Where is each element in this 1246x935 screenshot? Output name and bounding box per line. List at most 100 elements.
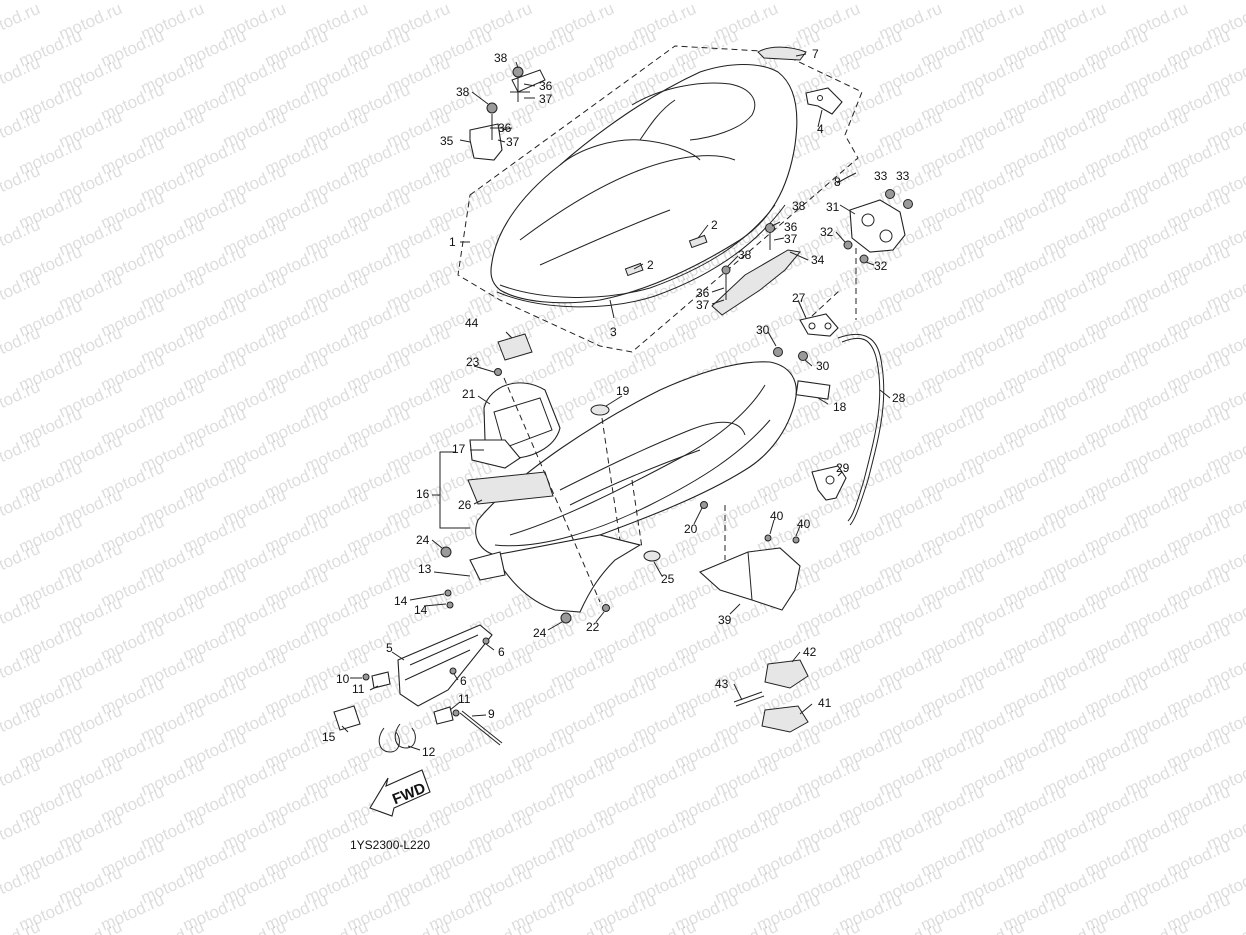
part-number-label: 37 bbox=[539, 92, 553, 106]
watermark-text: motod.ru bbox=[0, 107, 43, 152]
part-number-label: 38 bbox=[456, 85, 470, 99]
part-number-label: 26 bbox=[458, 498, 472, 512]
watermark-text: motod.ru bbox=[384, 917, 453, 935]
part-number-label: 42 bbox=[803, 645, 817, 659]
watermark-text: motod.ru bbox=[302, 917, 371, 935]
part-number-label: 41 bbox=[818, 696, 832, 710]
part-number-label: 33 bbox=[896, 169, 910, 183]
part-number-label: 11 bbox=[458, 692, 471, 706]
part-number-label: 36 bbox=[696, 286, 710, 300]
part-number-label: 2 bbox=[647, 258, 654, 272]
watermark-text: motod.ru bbox=[1204, 917, 1246, 935]
part-number-label: 36 bbox=[498, 121, 512, 135]
part-number-label: 16 bbox=[416, 487, 430, 501]
watermark-text: motod.ru bbox=[0, 755, 43, 800]
hinge-parts-drawing bbox=[333, 624, 503, 753]
seat-lock-drawing bbox=[711, 189, 913, 361]
leader-lines bbox=[341, 53, 891, 751]
seat-lock-cable-drawing bbox=[811, 333, 885, 526]
part-number-label: 32 bbox=[820, 225, 834, 239]
part-number-label: 7 bbox=[812, 47, 819, 61]
part-number-label: 15 bbox=[322, 730, 336, 744]
part-number-label: 17 bbox=[452, 442, 466, 456]
part-number-label: 43 bbox=[715, 677, 729, 691]
part-number-label: 10 bbox=[336, 672, 350, 686]
part-number-label: 21 bbox=[462, 387, 476, 401]
part-number-label: 6 bbox=[498, 645, 505, 659]
part-number-label: 24 bbox=[533, 626, 547, 640]
part-number-label: 24 bbox=[416, 533, 430, 547]
part-number-label: 31 bbox=[826, 200, 840, 214]
watermark-text: motod.ru bbox=[1122, 917, 1191, 935]
part-number-label: 27 bbox=[792, 291, 806, 305]
part-number-label: 8 bbox=[834, 175, 841, 189]
part-number-label: 23 bbox=[466, 355, 480, 369]
watermark-text: motod.ru bbox=[0, 809, 43, 854]
watermark-text: motod.ru bbox=[0, 377, 43, 422]
part-number-label: 29 bbox=[836, 461, 850, 475]
seat-hook-left-drawing bbox=[469, 66, 546, 161]
part-number-label: 12 bbox=[422, 745, 436, 759]
part-number-label: 39 bbox=[718, 613, 732, 627]
part-number-label: 13 bbox=[418, 562, 432, 576]
watermark-text: motod.ru bbox=[1040, 917, 1109, 935]
part-number-label: 34 bbox=[811, 253, 825, 267]
storage-box-drawing bbox=[432, 361, 831, 624]
part-number-label: 9 bbox=[488, 707, 495, 721]
part-number-label: 11 bbox=[352, 682, 365, 696]
watermark-text: motod.ru bbox=[466, 917, 535, 935]
watermark-text: motod.ru bbox=[0, 539, 43, 584]
drawing-code: 1YS2300-L220 bbox=[350, 838, 430, 852]
part-number-label: 14 bbox=[414, 603, 428, 617]
part-number-label: 37 bbox=[696, 298, 710, 312]
part-number-label: 36 bbox=[784, 220, 798, 234]
watermark-text: motod.ru bbox=[0, 323, 43, 368]
watermark-text: motod.ru bbox=[138, 917, 207, 935]
watermark-text: motod.ru bbox=[0, 269, 43, 314]
watermark-text: motod.ru bbox=[220, 917, 289, 935]
watermark-text: motod.ru bbox=[712, 917, 781, 935]
part-number-label: 40 bbox=[770, 509, 784, 523]
watermark-text: motod.ru bbox=[0, 701, 43, 746]
part-number-label: 37 bbox=[784, 232, 798, 246]
part-number-label: 19 bbox=[616, 384, 630, 398]
small-items-drawing bbox=[497, 333, 809, 733]
part-number-label: 35 bbox=[440, 134, 454, 148]
part-number-label: 44 bbox=[465, 316, 479, 330]
part-number-label: 6 bbox=[460, 674, 467, 688]
part-number-label: 38 bbox=[792, 199, 806, 213]
part-number-label: 38 bbox=[494, 51, 508, 65]
part-number-label: 20 bbox=[684, 522, 698, 536]
part-number-label: 37 bbox=[506, 135, 520, 149]
part-number-label: 30 bbox=[816, 359, 830, 373]
watermark-text: motod.ru bbox=[0, 863, 43, 908]
part-number-label: 22 bbox=[586, 620, 600, 634]
watermark-text: motod.ru bbox=[876, 917, 945, 935]
watermark-text: motod.ru bbox=[0, 53, 43, 98]
watermark-text: motod.ru bbox=[0, 0, 43, 44]
part-number-label: 1 bbox=[449, 235, 456, 249]
part-number-label: 4 bbox=[817, 122, 824, 136]
part-number-label: 18 bbox=[833, 400, 847, 414]
watermark-text: motod.ru bbox=[0, 431, 43, 476]
watermark-text: motod.ru bbox=[56, 917, 125, 935]
part-number-label: 30 bbox=[756, 323, 770, 337]
part-number-label: 14 bbox=[394, 594, 408, 608]
part-number-label: 36 bbox=[539, 79, 553, 93]
part-number-label: 5 bbox=[386, 641, 393, 655]
watermark-text: motod.ru bbox=[958, 917, 1027, 935]
part-number-label: 28 bbox=[892, 391, 906, 405]
part-number-label: 2 bbox=[711, 218, 718, 232]
bracket-plate-drawing bbox=[698, 505, 801, 611]
part-number-label: 3 bbox=[610, 325, 617, 339]
watermark-text: motod.ru bbox=[0, 593, 43, 638]
part-number-label: 32 bbox=[874, 259, 888, 273]
watermark-text: motod.ru bbox=[630, 917, 699, 935]
watermark-text: motod.ru bbox=[0, 485, 43, 530]
watermark-text: motod.ru bbox=[548, 917, 617, 935]
part-number-label: 40 bbox=[797, 517, 811, 531]
part-number-label: 33 bbox=[874, 169, 888, 183]
watermark-text: motod.ru bbox=[794, 917, 863, 935]
